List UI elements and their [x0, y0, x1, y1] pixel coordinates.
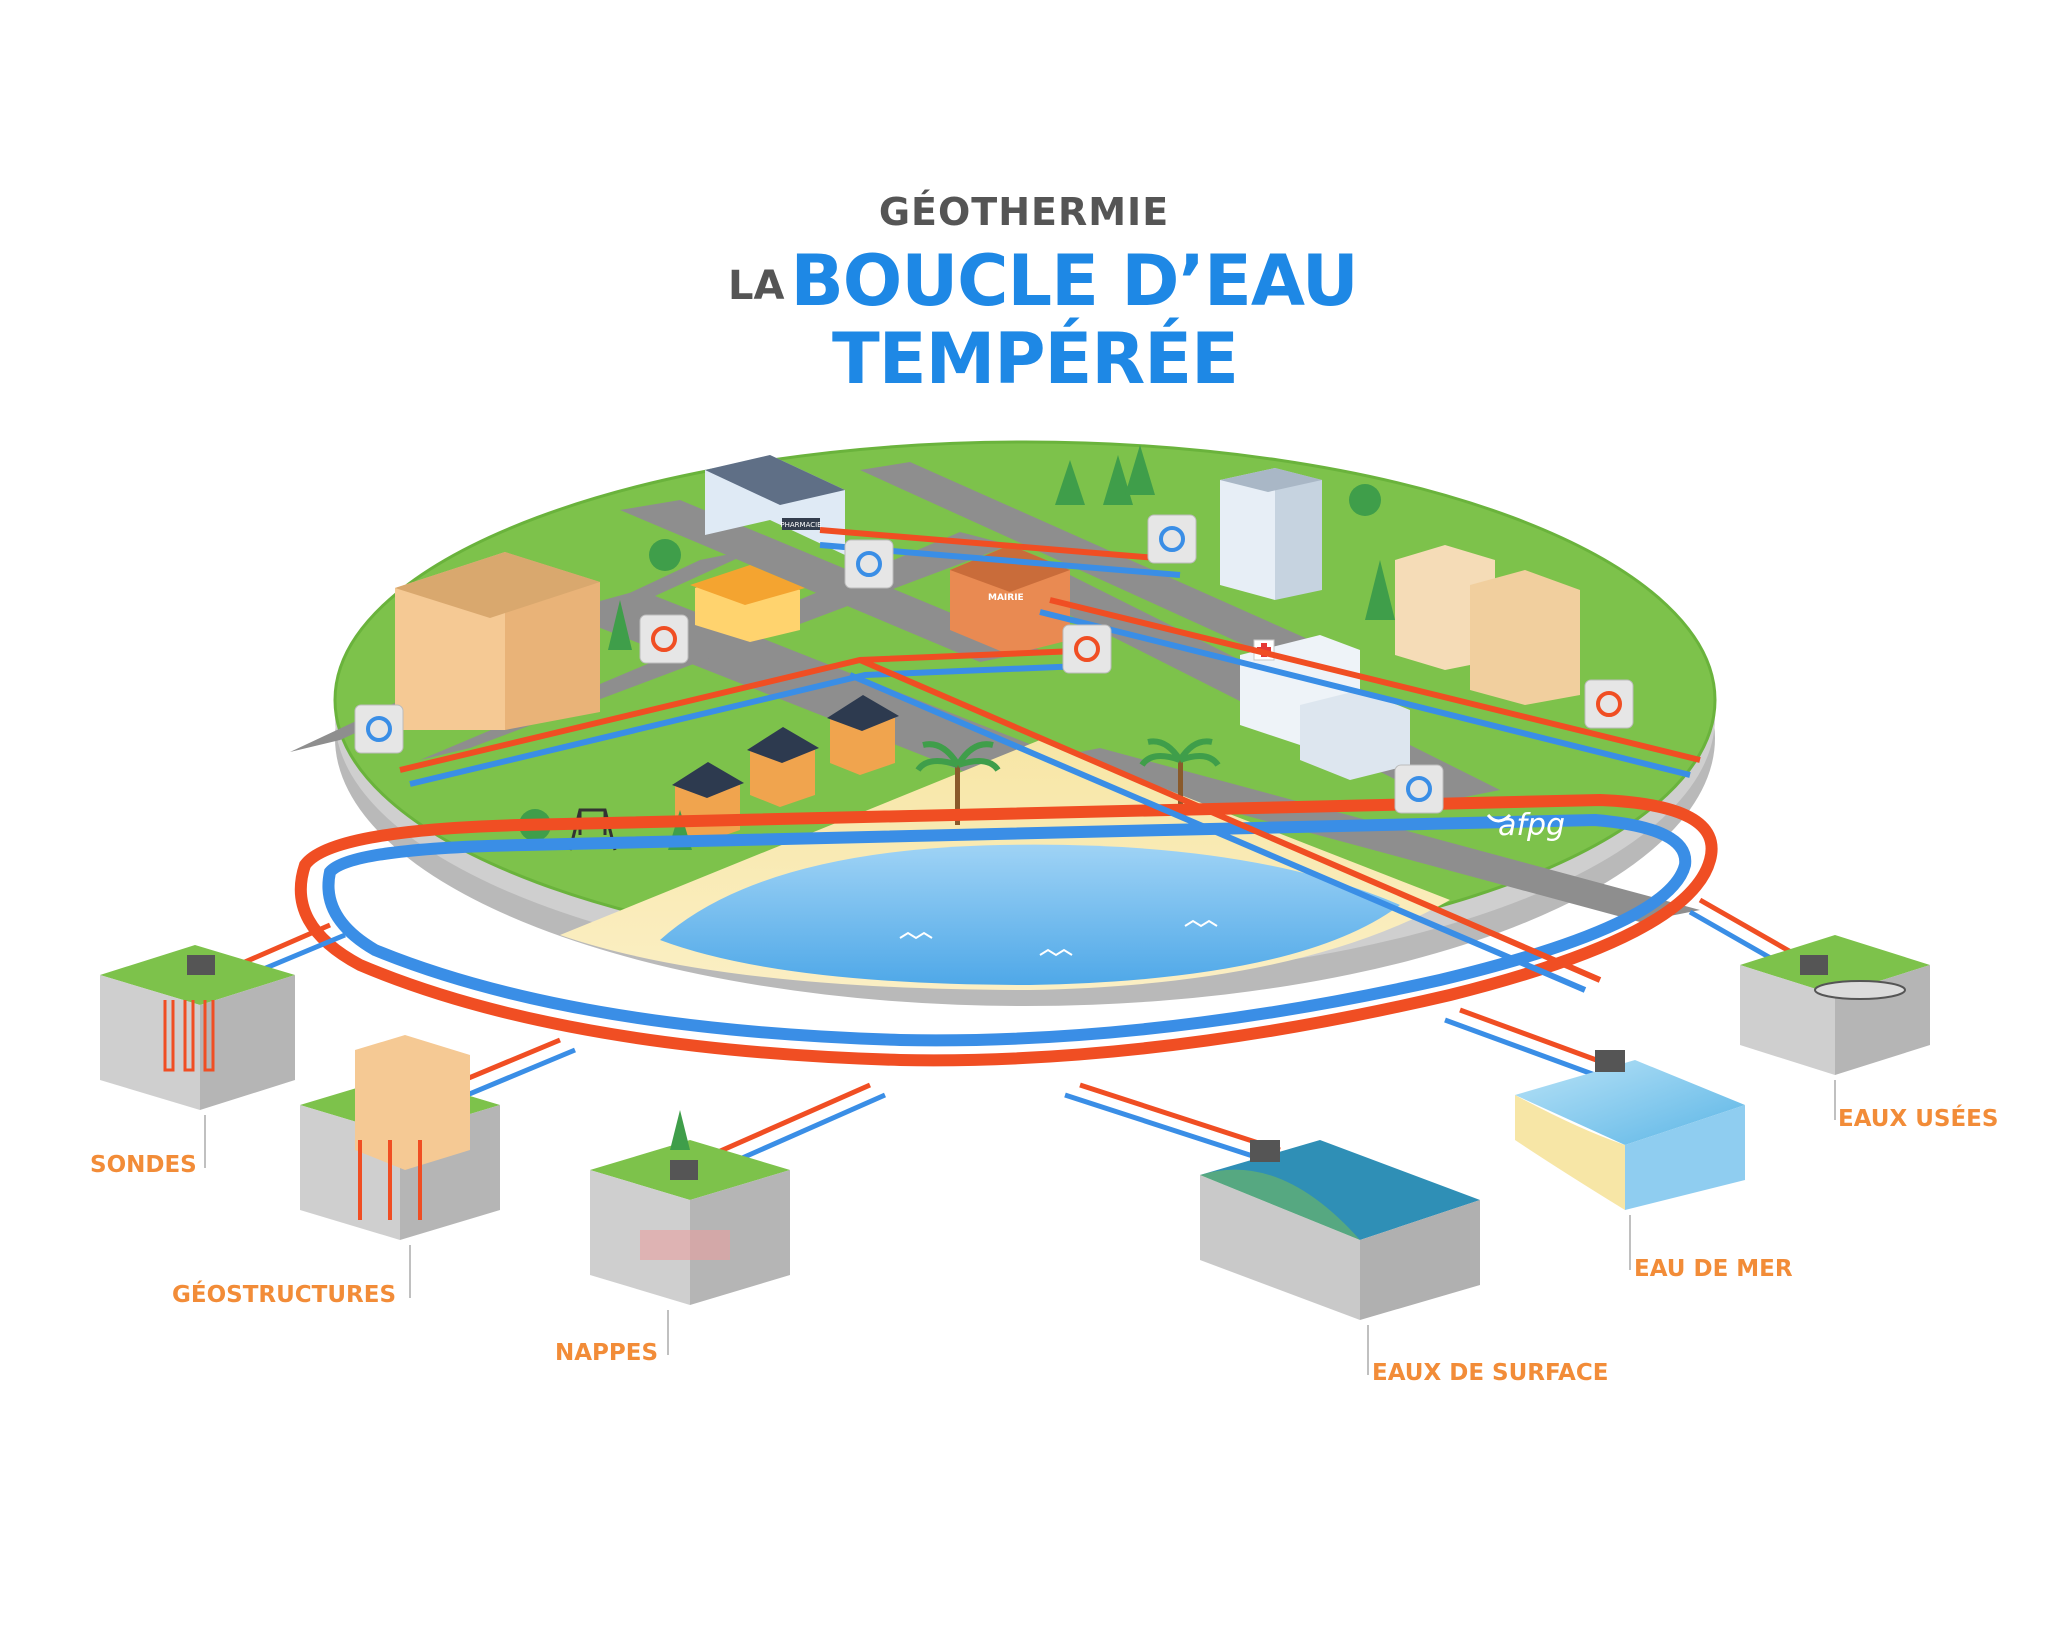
beach: [560, 740, 1450, 990]
heat-pump-icon: [354, 704, 404, 754]
title-temperee: TEMPÉRÉE: [832, 318, 1239, 400]
heat-pump-icon: [639, 614, 689, 664]
block-eaux-de-surface: [1200, 1140, 1480, 1320]
heat-pump-icon: [1394, 764, 1444, 814]
label-geostructures: GÉOSTRUCTURES: [172, 1282, 397, 1308]
label-sondes: SONDES: [90, 1152, 197, 1178]
town-hall-sign: MAIRIE: [988, 593, 1024, 603]
heat-pump-icon: [1584, 679, 1634, 729]
label-nappes: NAPPES: [555, 1340, 659, 1366]
title-geothermie: GÉOTHERMIE: [878, 190, 1170, 234]
block-eaux-usees: [1740, 935, 1930, 1075]
block-nappes: [590, 1110, 790, 1305]
office-tower: [1220, 468, 1322, 600]
title-boucle-deau: BOUCLE D’EAU: [790, 240, 1358, 322]
afpg-logo: afpg: [1498, 808, 1566, 843]
hospital: [1240, 635, 1410, 780]
heat-pump-icon: [1147, 514, 1197, 564]
apartment-block-left: [395, 552, 600, 730]
tempered-water-loop: [294, 793, 1718, 1067]
heat-pump-units: [354, 514, 1634, 814]
street-pipes: [399, 527, 1701, 993]
pharmacy-sign: PHARMACIE: [780, 521, 821, 529]
shop: [690, 565, 805, 642]
block-eau-de-mer: [1515, 1050, 1745, 1210]
lake: [660, 844, 1400, 985]
pharmacy: PHARMACIE: [705, 455, 845, 555]
block-geostructures: [300, 1035, 500, 1240]
title-prefix: LA: [728, 263, 785, 309]
afpg-logo-mark: [1486, 813, 1512, 823]
block-sondes: [100, 945, 295, 1110]
trees: [519, 445, 1395, 850]
apartment-block-right: [1395, 545, 1580, 705]
heat-pump-icon: [1062, 624, 1112, 674]
label-eaux-usees: EAUX USÉES: [1838, 1106, 1999, 1132]
label-leaders: [204, 1080, 1836, 1375]
title-line2: LABOUCLE D’EAU: [728, 240, 1359, 322]
label-eau-de-mer: EAU DE MER: [1634, 1256, 1793, 1282]
heat-pump-icon: [844, 539, 894, 589]
town-hall: MAIRIE: [950, 545, 1070, 655]
palm-trees: [915, 738, 1221, 825]
label-eaux-de-surface: EAUX DE SURFACE: [1372, 1360, 1609, 1386]
